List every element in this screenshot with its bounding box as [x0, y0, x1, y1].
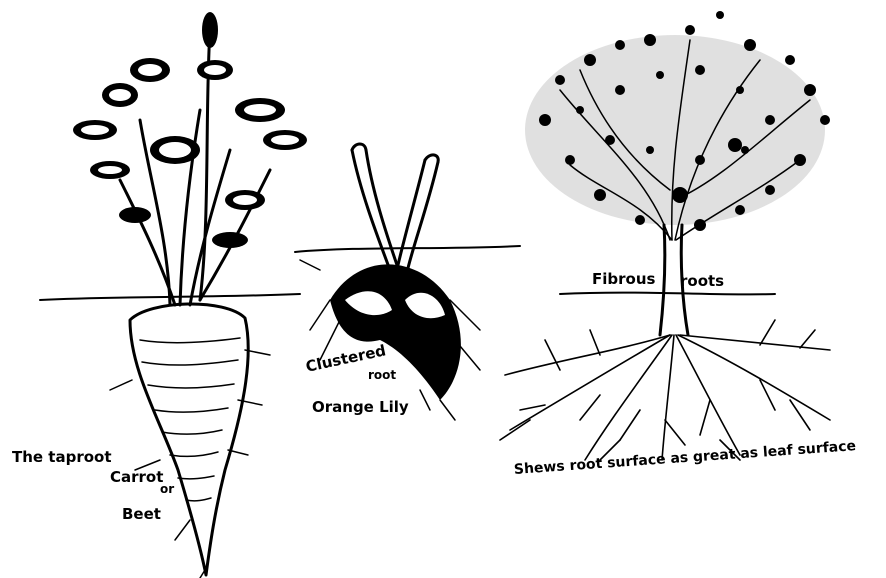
tree-crown	[525, 11, 830, 240]
carrot-foliage	[73, 12, 307, 305]
label-roots: roots	[680, 272, 724, 290]
label-or: or	[160, 482, 174, 496]
lily-bulb	[300, 260, 480, 420]
label-taproot: The taproot	[12, 448, 112, 466]
label-root: root	[368, 368, 396, 382]
fibrous-roots	[500, 320, 830, 460]
lily-plant	[352, 144, 438, 270]
label-beet: Beet	[122, 505, 161, 523]
label-orange-lily: Orange Lily	[312, 398, 409, 416]
label-carrot: Carrot	[110, 468, 163, 486]
carrot-root	[110, 304, 270, 578]
label-fibrous: Fibrous	[592, 270, 655, 288]
